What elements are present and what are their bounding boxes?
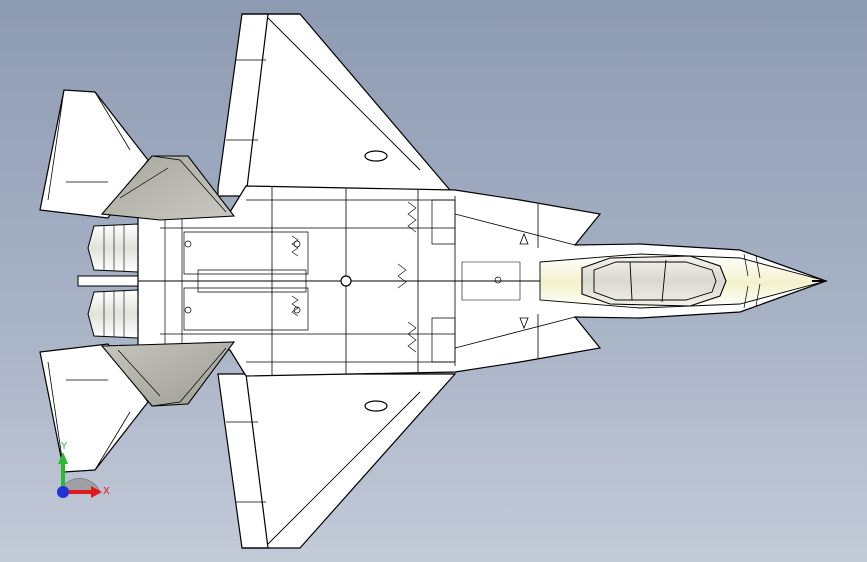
- wing-bottom[interactable]: [217, 373, 457, 549]
- horizontal-stabilizer-bottom[interactable]: [39, 343, 149, 473]
- coordinate-triad[interactable]: Y X: [44, 440, 124, 520]
- vertical-tail-bottom[interactable]: [100, 341, 236, 407]
- horizontal-stabilizer-top[interactable]: [39, 89, 149, 219]
- canopy[interactable]: [581, 255, 727, 307]
- y-axis-label: Y: [61, 441, 68, 452]
- wing-top[interactable]: [217, 13, 457, 197]
- triad-graphic: [57, 452, 102, 498]
- engine-nozzles[interactable]: [77, 223, 139, 339]
- vertical-tail-top[interactable]: [100, 155, 236, 221]
- x-axis-label: X: [103, 486, 110, 497]
